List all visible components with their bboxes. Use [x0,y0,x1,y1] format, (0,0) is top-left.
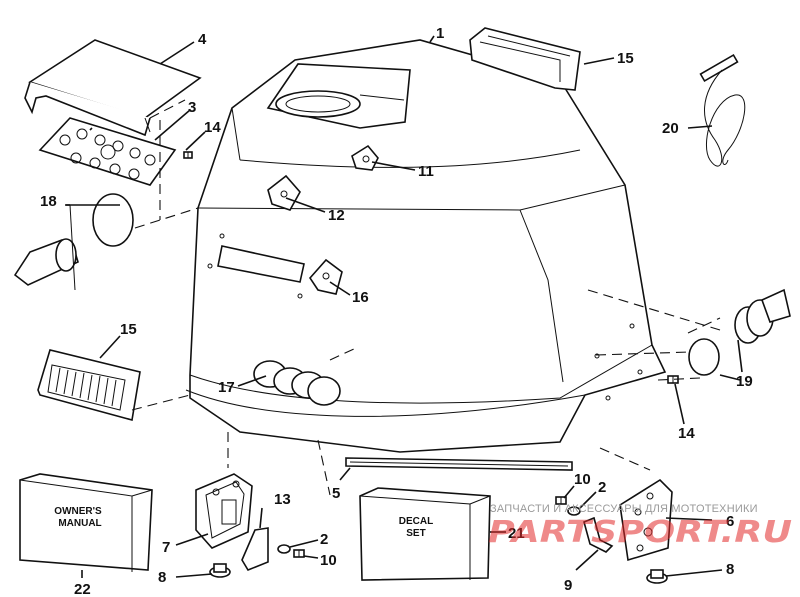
callout-5: 5 [332,485,340,502]
callout-14-right: 14 [678,425,695,442]
callout-15-left: 15 [120,321,137,338]
callout-1: 1 [436,25,444,42]
callout-21: 21 [508,525,525,542]
owners-manual-line2: MANUAL [58,518,101,529]
callout-4: 4 [198,31,207,48]
callout-15: 15 [617,50,634,67]
callout-19: 19 [736,373,753,390]
callout-22: 22 [74,581,91,597]
watermark-tagline: ЗАПЧАСТИ И АКСЕССУАРЫ ДЛЯ МОТОТЕХНИКИ [490,503,758,515]
screw-part [293,549,305,558]
callout-8-left: 8 [158,569,166,586]
callout-10-right: 10 [574,471,591,488]
callout-9: 9 [564,577,572,594]
owners-manual-part: OWNER'S MANUAL [19,473,153,572]
watermark: ЗАПЧАСТИ И АКСЕССУАРЫ ДЛЯ МОТОТЕХНИКИ PA… [488,503,792,550]
callout-17: 17 [218,379,235,396]
callout-10-left: 10 [320,552,337,569]
owners-manual-line1: OWNER'S [54,506,102,517]
lanyard-cable-part [699,53,746,167]
watermark-logo: PARTSPORT.RU [488,515,792,550]
washer-part [567,506,581,516]
vent-grille-part [37,349,141,422]
grommet-part [646,569,668,584]
callout-13: 13 [274,491,291,508]
vent-grille-part [469,27,581,91]
leader-lines [65,35,743,578]
callout-3: 3 [188,99,196,116]
seal-strip-part [345,457,573,471]
latch-bracket-part [619,478,673,562]
latch-clip-part [351,144,379,171]
screw-part [555,496,567,505]
grommet-part [209,563,231,578]
callout-11: 11 [418,163,434,180]
callout-8-right: 8 [726,561,734,578]
callout-2-left: 2 [320,531,328,548]
seal-set-part [688,288,791,376]
callout-labels: 1 15 4 3 14 11 12 16 17 18 20 15 19 14 5… [40,25,753,597]
decal-set-line1: DECAL [399,516,433,527]
gasket-part [38,117,177,186]
callout-6: 6 [726,513,734,530]
decal-set-line2: SET [406,528,425,539]
washer-part [277,544,291,554]
top-cover-part [24,39,202,137]
callout-7: 7 [162,539,170,556]
callout-18: 18 [40,193,57,210]
callout-16: 16 [352,289,369,306]
latch-hook-part [583,516,614,553]
callout-2-right: 2 [598,479,606,496]
callout-20: 20 [662,120,679,137]
callout-14: 14 [204,119,221,136]
decal-set-part: DECAL SET [359,487,491,581]
latch-bracket-part [195,473,253,549]
engine-cover-part [185,39,667,453]
plug-set-part [253,360,341,406]
screw-part [183,151,193,159]
latch-lever-part [241,527,269,571]
callout-12: 12 [328,207,345,224]
